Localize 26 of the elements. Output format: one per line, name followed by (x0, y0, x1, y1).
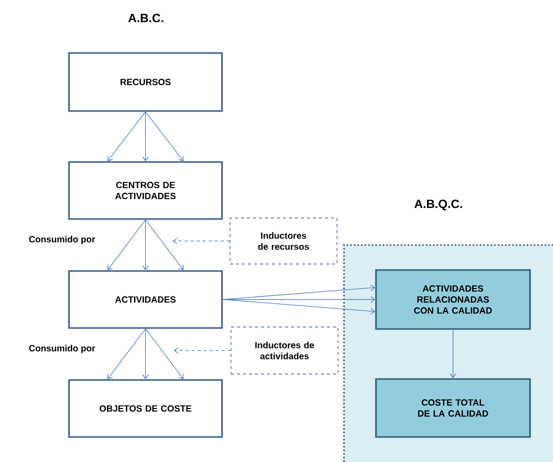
process-box: ACTIVIDADES (68, 270, 223, 329)
arrow (222, 299, 376, 314)
arrow (142, 328, 149, 380)
process-box: CENTROS DE ACTIVIDADES (68, 161, 223, 220)
title: A.B.C. (128, 14, 164, 22)
arrow (145, 328, 184, 380)
arrow (145, 111, 184, 162)
arrow (222, 296, 376, 303)
annotation: Consumido por (29, 236, 96, 244)
process-box: ACTIVIDADES RELACIONADAS CON LA CALIDAD (375, 269, 531, 330)
panel-heading: A.B.Q.C. (414, 200, 462, 210)
arrow (108, 219, 146, 270)
arrow (142, 111, 149, 162)
arrow (450, 329, 456, 378)
process-box: COSTE TOTAL DE LA CALIDAD (375, 378, 531, 438)
process-box: RECURSOS (68, 52, 223, 112)
process-box: OBJETOS DE COSTE (68, 379, 223, 438)
note-box: Inductores de actividades (230, 326, 338, 374)
arrow (145, 219, 184, 270)
arrow (174, 347, 231, 354)
note-box: Inductores de recursos (230, 218, 338, 264)
annotation: Consumido por (29, 344, 96, 354)
arrow (142, 219, 149, 270)
arrow (172, 238, 230, 244)
arrow (108, 328, 146, 380)
arrow (108, 111, 146, 162)
